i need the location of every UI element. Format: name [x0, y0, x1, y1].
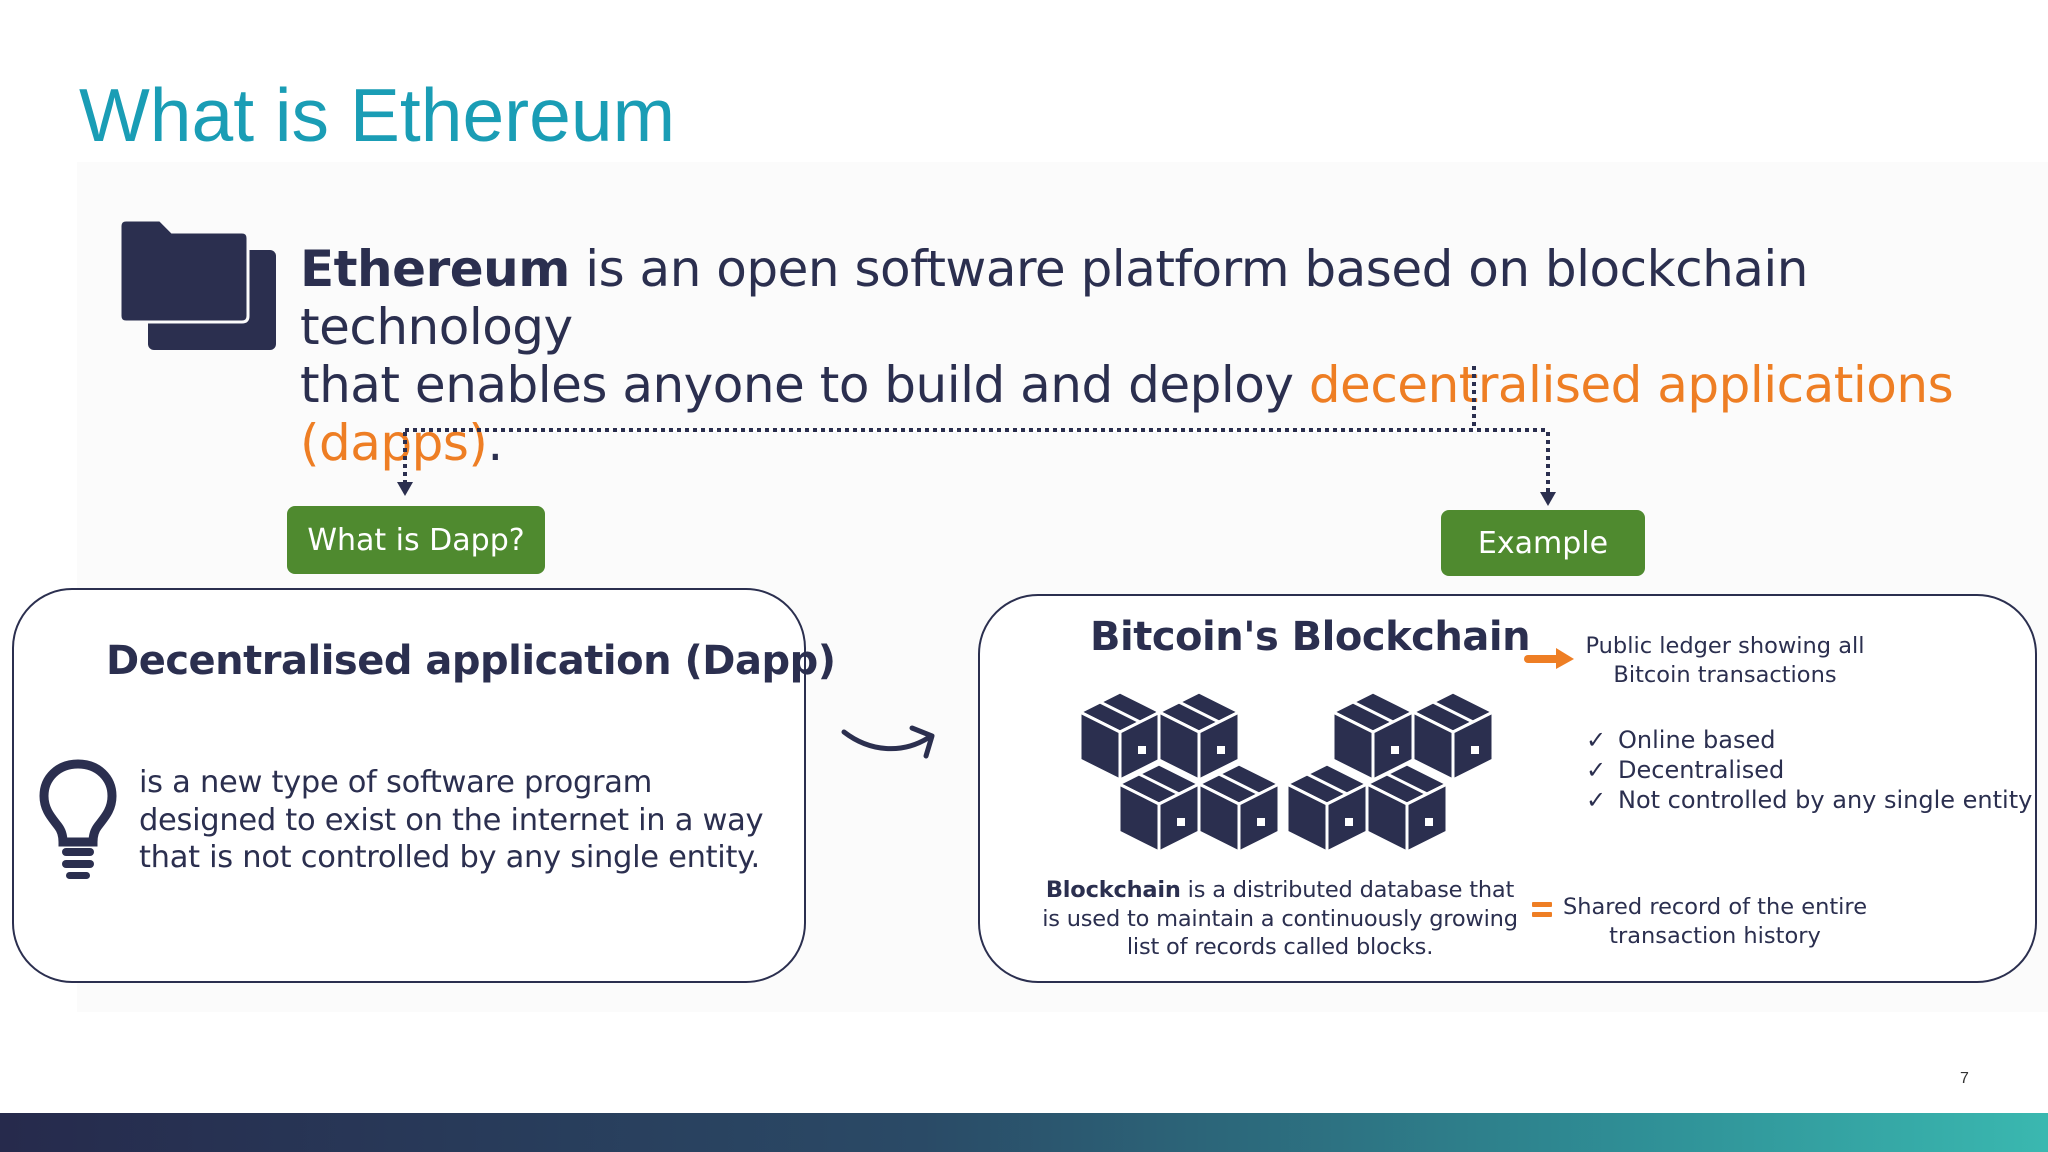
intro-end: .: [487, 414, 503, 472]
equals-icon: [1532, 900, 1554, 925]
definition-rest: is a distributed database that is used t…: [1042, 877, 1518, 960]
list-item: ✓ Online based: [1586, 725, 2032, 755]
check-icon: ✓: [1586, 726, 1607, 754]
definition-bold: Blockchain: [1045, 877, 1181, 903]
blockchain-title: Bitcoin's Blockchain: [1090, 614, 1531, 660]
blocks-icon: [1075, 686, 1515, 871]
ledger-text: Public ledger showing all Bitcoin transa…: [1585, 633, 1865, 688]
checklist-item: Not controlled by any single entity: [1618, 786, 2033, 814]
orange-arrow-icon: [1524, 646, 1576, 675]
what-is-dapp-tag: What is Dapp?: [287, 506, 545, 574]
checklist-item: Decentralised: [1618, 756, 1785, 784]
list-item: ✓ Decentralised: [1586, 755, 2032, 785]
intro-line2: that enables anyone to build and deploy: [300, 356, 1309, 414]
intro-text: Ethereum is an open software platform ba…: [300, 240, 2048, 472]
example-tag: Example: [1441, 510, 1645, 576]
lightbulb-icon: [38, 758, 118, 885]
check-icon: ✓: [1586, 786, 1607, 814]
list-item: ✓ Not controlled by any single entity: [1586, 785, 2032, 815]
slide-title: What is Ethereum: [79, 73, 676, 157]
check-icon: ✓: [1586, 756, 1607, 784]
dapp-box: [12, 588, 806, 983]
footer-band: [0, 1113, 2048, 1152]
dapp-description: is a new type of software program design…: [139, 765, 764, 875]
blockchain-definition: Blockchain is a distributed database tha…: [1040, 876, 1520, 962]
folder-icon: [118, 218, 276, 355]
dapp-title: Decentralised application (Dapp): [106, 638, 836, 684]
feature-checklist: ✓ Online based ✓ Decentralised ✓ Not contro…: [1586, 725, 2032, 815]
intro-bold: Ethereum: [300, 240, 570, 298]
checklist-item: Online based: [1618, 726, 1776, 754]
curved-arrow-icon: [840, 712, 940, 767]
shared-record-text: Shared record of the entire transaction …: [1562, 894, 1868, 949]
intro-highlight: decentralised applications (dapps): [300, 356, 1954, 472]
intro-line1: is an open software platform based on bl…: [300, 240, 1808, 356]
page-number: 7: [1960, 1070, 1969, 1087]
